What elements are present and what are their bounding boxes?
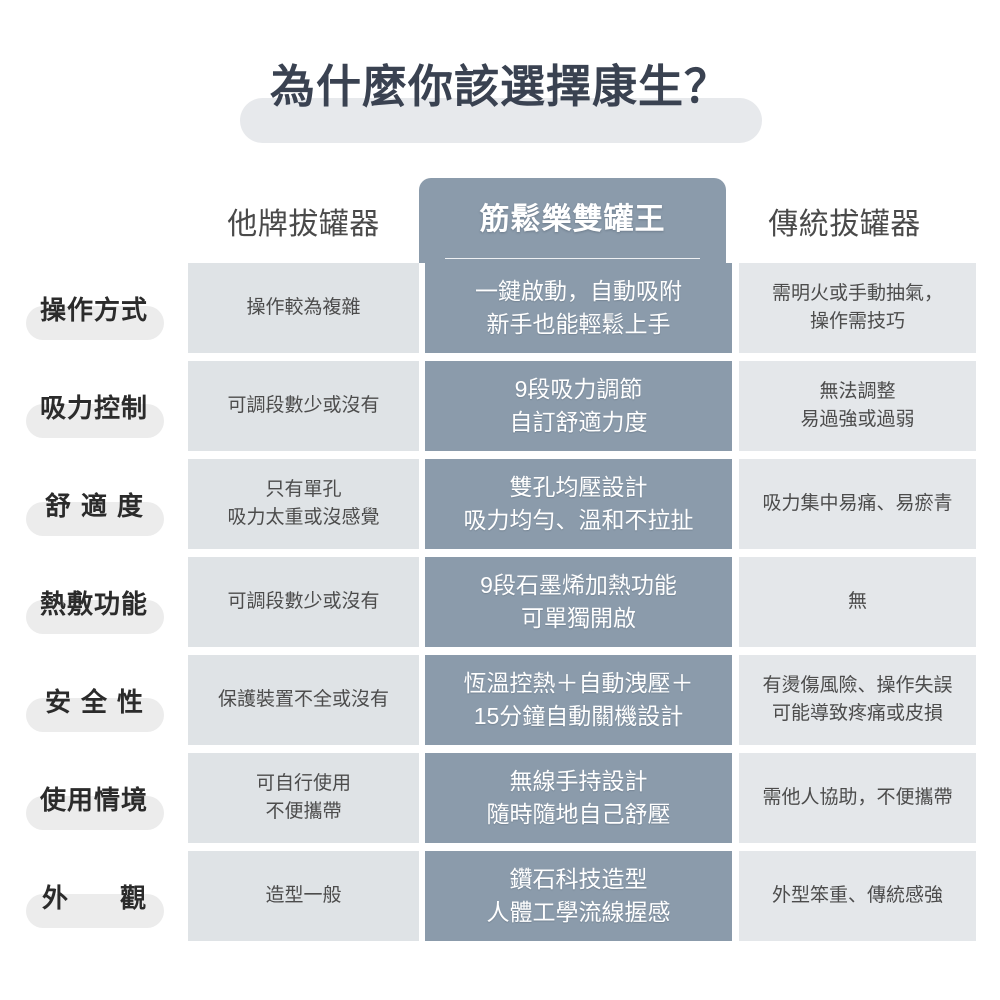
table-header-row: 他牌拔罐器 筋鬆樂雙罐王 傳統拔罐器 <box>0 178 1000 263</box>
row-label-cell: 使用情境 <box>0 753 188 843</box>
row-label-pill <box>26 796 164 830</box>
cell-highlight-text: 一鍵啟動，自動吸附 新手也能輕鬆上手 <box>475 278 682 337</box>
cell-traditional-text: 需他人協助，不便攜帶 <box>762 787 953 808</box>
cell-other: 只有單孔 吸力太重或沒感覺 <box>188 459 419 549</box>
cell-highlight-text: 9段吸力調節 自訂舒適力度 <box>509 376 648 435</box>
comparison-table: 他牌拔罐器 筋鬆樂雙罐王 傳統拔罐器 操作方式 操作較為複雜 一鍵啟動，自動吸附 新… <box>0 178 1000 949</box>
row-label-pill <box>26 600 164 634</box>
row-label-pill <box>26 698 164 732</box>
cell-other-text: 只有單孔 吸力太重或沒感覺 <box>227 479 380 528</box>
cell-highlight: 9段石墨烯加熱功能 可單獨開啟 <box>425 557 732 647</box>
cell-other-text: 造型一般 <box>265 885 342 906</box>
row-label-cell: 舒適度 <box>0 459 188 549</box>
page-title-block: 為什麼你該選擇康生？ <box>0 55 1000 145</box>
table-row: 舒適度 只有單孔 吸力太重或沒感覺 雙孔均壓設計 吸力均勻、溫和不拉扯 吸力集中易痛、… <box>0 459 1000 549</box>
cell-highlight-text: 雙孔均壓設計 吸力均勻、溫和不拉扯 <box>463 474 694 533</box>
cell-other: 保護裝置不全或沒有 <box>188 655 419 745</box>
cell-traditional: 無法調整 易過強或過弱 <box>739 361 976 451</box>
row-label-pill <box>26 306 164 340</box>
cell-traditional-text: 無 <box>847 591 867 612</box>
header-divider <box>445 258 700 259</box>
row-label-cell: 外觀 <box>0 851 188 941</box>
cell-traditional: 有燙傷風險、操作失誤 可能導致疼痛或皮損 <box>739 655 976 745</box>
cell-other-text: 可自行使用 不便攜帶 <box>255 773 351 822</box>
cell-traditional: 吸力集中易痛、易瘀青 <box>739 459 976 549</box>
cell-highlight: 一鍵啟動，自動吸附 新手也能輕鬆上手 <box>425 263 732 353</box>
cell-traditional-text: 有燙傷風險、操作失誤 可能導致疼痛或皮損 <box>762 675 953 724</box>
cell-traditional: 需明火或手動抽氣， 操作需技巧 <box>739 263 976 353</box>
cell-highlight-text: 鑽石科技造型 人體工學流線握感 <box>486 866 671 925</box>
row-label-cell: 操作方式 <box>0 263 188 353</box>
column-header-highlight-label: 筋鬆樂雙罐王 <box>479 203 666 236</box>
table-row: 外觀 造型一般 鑽石科技造型 人體工學流線握感 外型笨重、傳統感強 <box>0 851 1000 941</box>
cell-traditional: 外型笨重、傳統感強 <box>739 851 976 941</box>
cell-other-text: 可調段數少或沒有 <box>227 591 380 612</box>
row-label: 熱敷功能 <box>39 588 148 619</box>
cell-highlight: 鑽石科技造型 人體工學流線握感 <box>425 851 732 941</box>
page-title: 為什麼你該選擇康生？ <box>269 61 730 112</box>
cell-traditional-text: 需明火或手動抽氣， 操作需技巧 <box>771 283 943 332</box>
table-row: 操作方式 操作較為複雜 一鍵啟動，自動吸附 新手也能輕鬆上手 需明火或手動抽氣， 操作… <box>0 263 1000 353</box>
cell-traditional-text: 無法調整 易過強或過弱 <box>800 381 915 430</box>
table-row: 吸力控制 可調段數少或沒有 9段吸力調節 自訂舒適力度 無法調整 易過強或過弱 <box>0 361 1000 451</box>
table-row: 熱敷功能 可調段數少或沒有 9段石墨烯加熱功能 可單獨開啟 無 <box>0 557 1000 647</box>
row-label: 外觀 <box>42 882 199 913</box>
row-label: 吸力控制 <box>39 392 148 423</box>
cell-other-text: 保護裝置不全或沒有 <box>217 689 389 710</box>
table-row: 安全性 保護裝置不全或沒有 恆溫控熱＋自動洩壓＋ 15分鐘自動關機設計 有燙傷風險、操… <box>0 655 1000 745</box>
row-label-cell: 熱敷功能 <box>0 557 188 647</box>
cell-traditional: 無 <box>739 557 976 647</box>
cell-other-text: 操作較為複雜 <box>246 297 361 318</box>
column-header-highlight[interactable]: 筋鬆樂雙罐王 <box>419 178 726 263</box>
column-header-traditional: 傳統拔罐器 <box>768 207 921 241</box>
column-header-other: 他牌拔罐器 <box>227 207 380 241</box>
cell-other: 可調段數少或沒有 <box>188 361 419 451</box>
row-label: 舒適度 <box>44 490 153 521</box>
cell-highlight: 雙孔均壓設計 吸力均勻、溫和不拉扯 <box>425 459 732 549</box>
row-label-pill <box>26 894 164 928</box>
cell-other: 可自行使用 不便攜帶 <box>188 753 419 843</box>
row-label: 使用情境 <box>39 784 148 815</box>
cell-other: 造型一般 <box>188 851 419 941</box>
cell-traditional-text: 吸力集中易痛、易瘀青 <box>762 493 953 514</box>
cell-highlight-text: 9段石墨烯加熱功能 可單獨開啟 <box>480 572 677 631</box>
row-label-pill <box>26 502 164 536</box>
row-label-cell: 安全性 <box>0 655 188 745</box>
cell-highlight-text: 恆溫控熱＋自動洩壓＋ 15分鐘自動關機設計 <box>463 670 694 729</box>
header-label-spacer <box>0 178 188 263</box>
cell-highlight: 無線手持設計 隨時隨地自己舒壓 <box>425 753 732 843</box>
cell-other-text: 可調段數少或沒有 <box>227 395 380 416</box>
title-highlight-bar <box>240 98 762 143</box>
cell-other: 操作較為複雜 <box>188 263 419 353</box>
cell-highlight: 恆溫控熱＋自動洩壓＋ 15分鐘自動關機設計 <box>425 655 732 745</box>
cell-traditional-text: 外型笨重、傳統感強 <box>771 885 943 906</box>
row-label-pill <box>26 404 164 438</box>
row-label: 安全性 <box>44 686 153 717</box>
cell-highlight-text: 無線手持設計 隨時隨地自己舒壓 <box>486 768 671 827</box>
cell-highlight: 9段吸力調節 自訂舒適力度 <box>425 361 732 451</box>
table-body: 操作方式 操作較為複雜 一鍵啟動，自動吸附 新手也能輕鬆上手 需明火或手動抽氣， 操作… <box>0 263 1000 941</box>
cell-other: 可調段數少或沒有 <box>188 557 419 647</box>
table-row: 使用情境 可自行使用 不便攜帶 無線手持設計 隨時隨地自己舒壓 需他人協助，不便攜帶 <box>0 753 1000 843</box>
row-label-cell: 吸力控制 <box>0 361 188 451</box>
row-label: 操作方式 <box>39 294 148 325</box>
cell-traditional: 需他人協助，不便攜帶 <box>739 753 976 843</box>
